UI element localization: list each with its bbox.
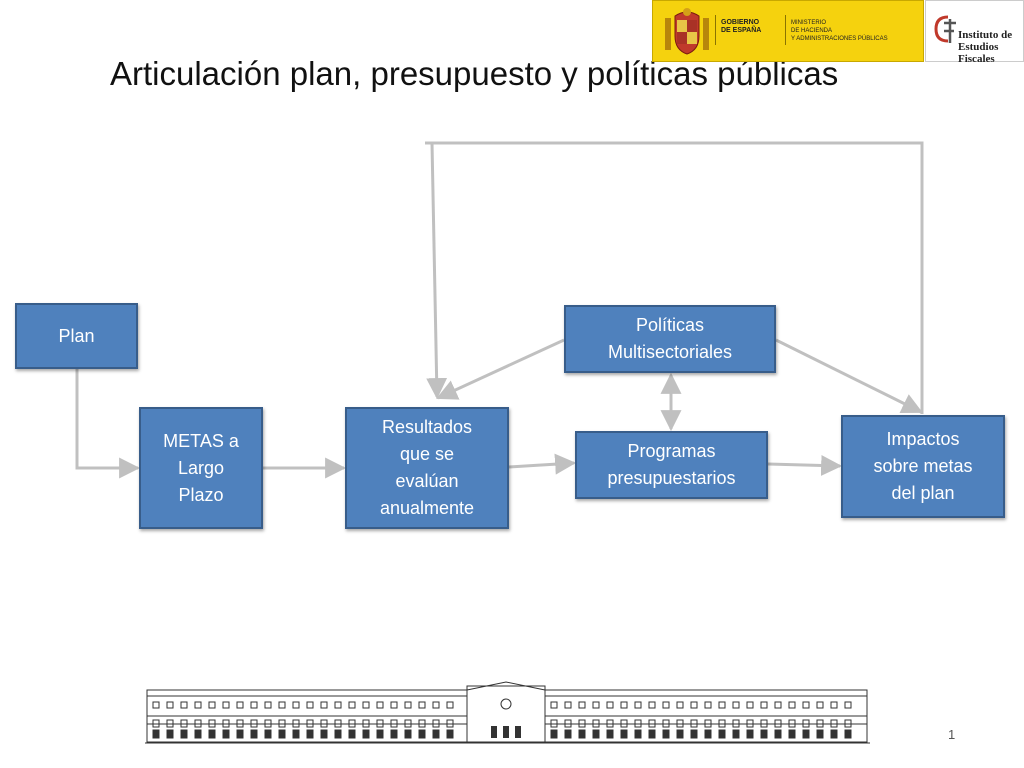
gobierno-label: GOBIERNO DE ESPAÑA xyxy=(721,19,762,34)
node-impactos-label: Impactos sobre metas del plan xyxy=(873,429,973,503)
page-number: 1 xyxy=(948,727,956,742)
connector-impactos-feedback xyxy=(425,141,924,414)
ief-logo: Instituto de Estudios Fiscales xyxy=(925,0,1024,65)
instituto-label: Instituto de Estudios Fiscales xyxy=(958,29,1013,65)
node-plan: Plan xyxy=(15,303,138,369)
ief-mark-icon xyxy=(934,15,956,43)
node-programas: Programas presupuestarios xyxy=(575,431,768,499)
connector-plan-metas xyxy=(75,369,141,479)
ministerio-label: MINISTERIO DE HACIENDA Y ADMINISTRACIONE… xyxy=(791,20,888,42)
connector-politicas-impactos xyxy=(775,338,923,414)
banner-divider xyxy=(785,15,786,45)
building-illustration xyxy=(145,681,870,744)
connector-resultados-programas xyxy=(508,453,577,475)
node-plan-label: Plan xyxy=(58,325,95,346)
connector-feedback-resultados xyxy=(426,142,448,400)
node-metas: METAS a Largo Plazo xyxy=(139,407,263,529)
node-metas-label: METAS a Largo Plazo xyxy=(163,430,239,505)
node-politicas-label: Políticas Multisectoriales xyxy=(607,315,733,362)
banner-divider xyxy=(715,15,716,45)
node-resultados-label: Resultados que se evalúan anualmente xyxy=(379,417,475,518)
node-impactos: Impactos sobre metas del plan xyxy=(841,415,1005,518)
node-politicas: Políticas Multisectoriales xyxy=(564,305,776,373)
connector-programas-impactos xyxy=(767,454,843,476)
node-resultados: Resultados que se evalúan anualmente xyxy=(345,407,509,529)
connector-politicas-resultados xyxy=(436,338,565,400)
node-programas-label: Programas presupuestarios xyxy=(607,441,736,488)
coat-of-arms-icon xyxy=(665,8,709,55)
gobierno-espana-logo: GOBIERNO DE ESPAÑA MINISTERIO DE HACIEND… xyxy=(652,0,924,62)
